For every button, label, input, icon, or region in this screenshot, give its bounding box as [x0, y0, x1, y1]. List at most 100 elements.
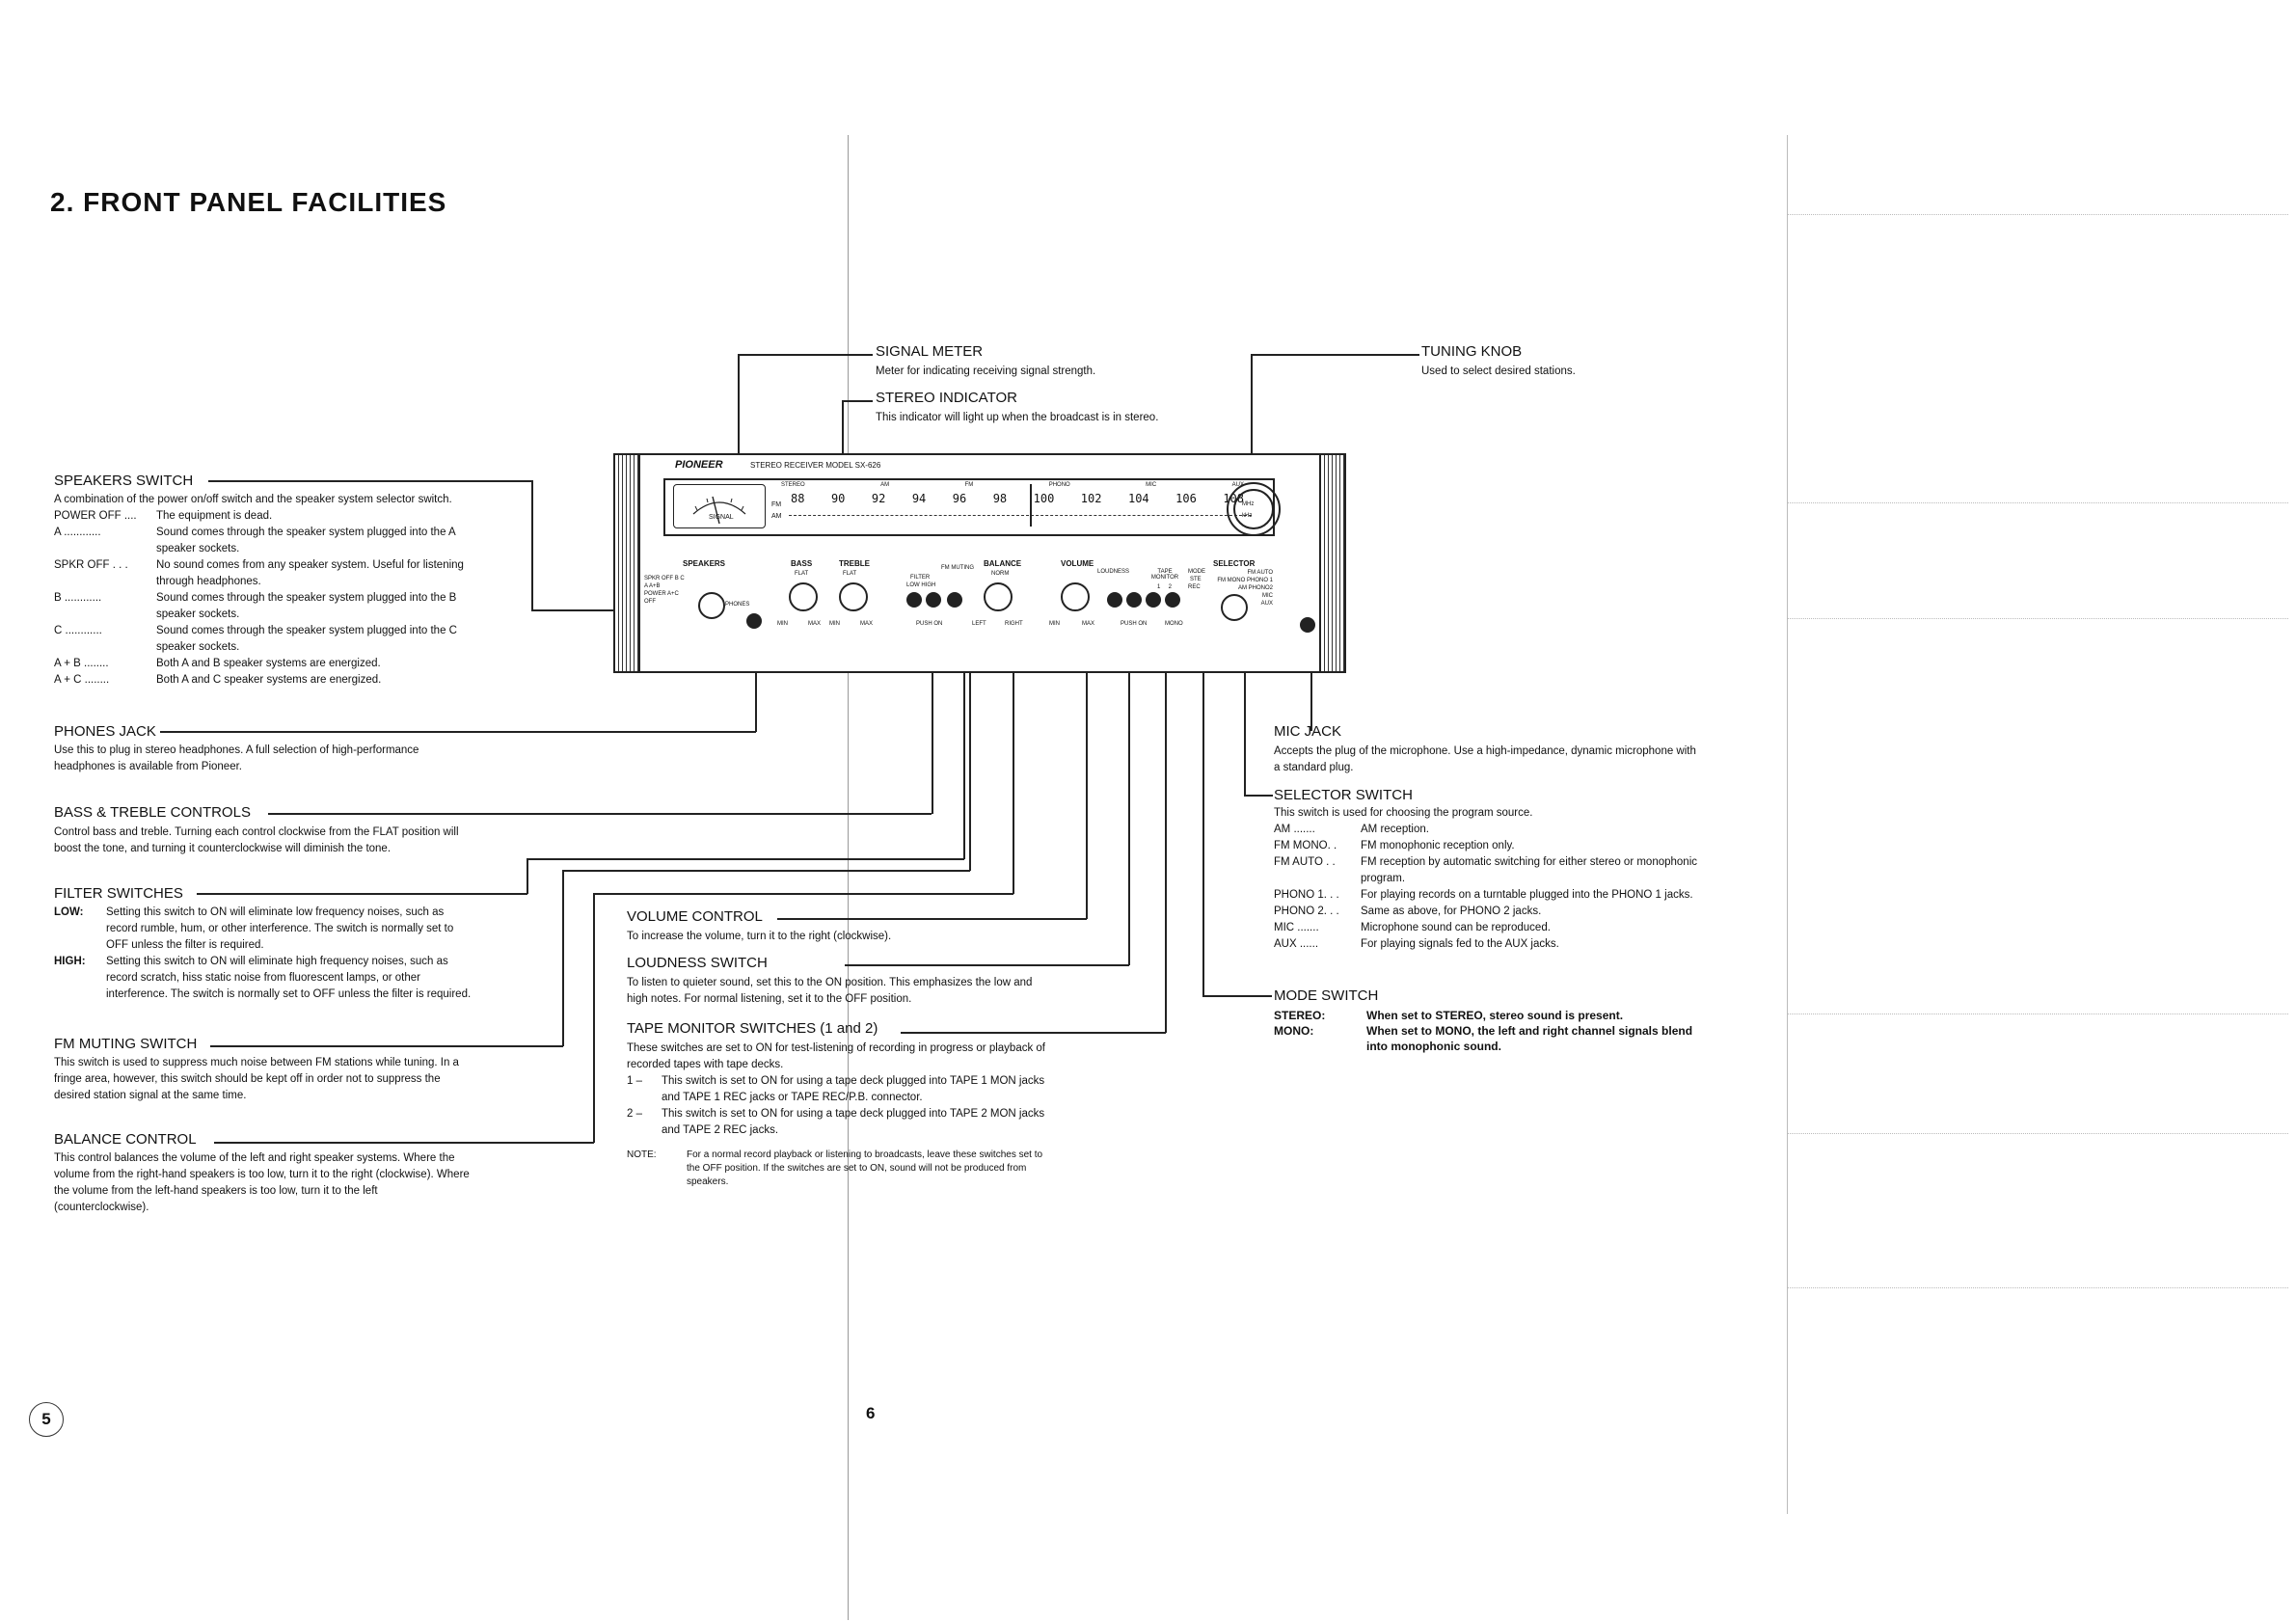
- leader-mode: [1202, 635, 1204, 996]
- label-tape-monitor: TAPE MONITOR: [1150, 569, 1179, 581]
- leader-phones: [755, 635, 757, 732]
- stereo-indicator-heading: STEREO INDICATOR: [876, 390, 1017, 406]
- balance-knob[interactable]: [984, 582, 1013, 611]
- label-fm-muting: FM MUTING: [941, 565, 974, 571]
- dial-window: SIGNAL STEREO AM FM PHONO MIC AUX FM AM …: [663, 478, 1275, 536]
- leader-filter: [527, 858, 964, 860]
- filter-section: FILTER SWITCHES LOW:Setting this switch …: [54, 885, 474, 1003]
- right-margin-rule: [1787, 502, 2288, 503]
- leader-bass-treble: [932, 635, 933, 814]
- mode-item: STEREO:When set to STEREO, stereo sound …: [1274, 1009, 1624, 1022]
- selector-item: FM MONO. .FM monophonic reception only.: [1274, 840, 1515, 852]
- volume-text: To increase the volume, turn it to the r…: [627, 931, 892, 942]
- leader-tape: [1165, 635, 1167, 1033]
- leader-mode: [1202, 995, 1272, 997]
- filter-item: HIGH:Setting this switch to ON will elim…: [54, 956, 472, 1000]
- mode-button[interactable]: [1165, 592, 1180, 608]
- volume-section: VOLUME CONTROL To increase the volume, t…: [627, 908, 1051, 945]
- selector-item: AM .......AM reception.: [1274, 824, 1429, 835]
- speakers-item: C ............Sound comes through the sp…: [54, 625, 457, 653]
- label-volume: VOLUME: [1061, 559, 1094, 568]
- fm-scale: 88 90 92 94 96 98 100 102 104 106 108: [791, 492, 1244, 505]
- mode-item: MONO:When set to MONO, the left and righ…: [1274, 1024, 1693, 1053]
- speakers-item: A + B ........Both A and B speaker syste…: [54, 658, 381, 669]
- label-phones: PHONES: [725, 602, 750, 608]
- speakers-item: B ............Sound comes through the sp…: [54, 592, 457, 620]
- label-norm: NORM: [991, 571, 1010, 577]
- tape-section: TAPE MONITOR SWITCHES (1 and 2) These sw…: [627, 1020, 1051, 1189]
- treble-knob[interactable]: [839, 582, 868, 611]
- filter-low-button[interactable]: [906, 592, 922, 608]
- fm-label: FM: [771, 501, 782, 508]
- dial-top-labels: STEREO AM FM PHONO MIC AUX: [781, 482, 1244, 488]
- phones-section: PHONES JACK Use this to plug in stereo h…: [54, 723, 474, 775]
- label-min-volume: MIN: [1049, 621, 1060, 627]
- tuning-text: Used to select desired stations.: [1421, 365, 1576, 377]
- signal-meter-heading: SIGNAL METER: [876, 343, 984, 360]
- mic-section: MIC JACK Accepts the plug of the microph…: [1274, 723, 1698, 776]
- page-title: 2. FRONT PANEL FACILITIES: [50, 187, 447, 217]
- signal-meter-text: Meter for indicating receiving signal st…: [876, 365, 1096, 377]
- selector-item: PHONO 1. . .For playing records on a tur…: [1274, 889, 1693, 901]
- filter-high-button[interactable]: [926, 592, 941, 608]
- tape-text: These switches are set to ON for test-li…: [627, 1042, 1046, 1070]
- right-side-panel: [1319, 455, 1344, 671]
- phones-text: Use this to plug in stereo headphones. A…: [54, 744, 419, 772]
- leader-signal-meter: [738, 354, 740, 499]
- label-loudness: LOUDNESS: [1097, 569, 1130, 575]
- fm-muting-button[interactable]: [947, 592, 962, 608]
- selector-knob[interactable]: [1221, 594, 1248, 621]
- phones-jack[interactable]: [746, 613, 762, 629]
- leader-tuning: [1251, 354, 1253, 489]
- label-max-treble: MAX: [860, 621, 874, 627]
- leader-muting: [969, 635, 971, 871]
- label-tape-nums: 1 2: [1157, 584, 1173, 590]
- label-flat-bass: FLAT: [795, 571, 809, 577]
- leader-muting: [562, 870, 970, 872]
- volume-heading: VOLUME CONTROL: [627, 908, 763, 925]
- balance-section: BALANCE CONTROL This control balances th…: [54, 1131, 474, 1216]
- muting-text: This switch is used to suppress much noi…: [54, 1057, 459, 1101]
- tuning-knob[interactable]: [1227, 482, 1281, 536]
- speakers-heading: SPEAKERS SWITCH: [54, 473, 194, 489]
- right-margin-rule: [1787, 618, 2288, 619]
- leader-loudness: [845, 964, 1129, 966]
- mode-heading: MODE SWITCH: [1274, 987, 1379, 1004]
- left-side-panel: [615, 455, 640, 671]
- leader-phones: [160, 731, 756, 733]
- right-margin-rule: [1787, 1133, 2288, 1134]
- mode-section: MODE SWITCH STEREO:When set to STEREO, s…: [1274, 987, 1708, 1054]
- meter-label: SIGNAL: [709, 514, 734, 521]
- label-min-treble: MIN: [829, 621, 840, 627]
- leader-filter: [197, 893, 527, 895]
- loudness-button[interactable]: [1107, 592, 1122, 608]
- leader-speakers: [208, 480, 532, 482]
- selector-item: MIC .......Microphone sound can be repro…: [1274, 922, 1551, 933]
- leader-stereo: [842, 400, 873, 402]
- label-treble: TREBLE: [839, 559, 870, 568]
- mic-text: Accepts the plug of the microphone. Use …: [1274, 745, 1696, 773]
- mic-jack[interactable]: [1300, 617, 1315, 633]
- leader-loudness: [1128, 635, 1130, 965]
- label-selector: SELECTOR: [1213, 559, 1256, 568]
- phones-heading: PHONES JACK: [54, 723, 156, 740]
- speakers-knob[interactable]: [698, 592, 725, 619]
- tape-monitor-1-button[interactable]: [1126, 592, 1142, 608]
- fold-line: [848, 135, 849, 1620]
- selector-desc: This switch is used for choosing the pro…: [1274, 807, 1533, 819]
- leader-selector: [1244, 795, 1273, 797]
- selector-positions: FM AUTO FM MONO PHONO 1 AM PHONO2 MIC AU…: [1217, 570, 1273, 607]
- signal-meter-section: SIGNAL METER Meter for indicating receiv…: [876, 343, 1095, 380]
- volume-knob[interactable]: [1061, 582, 1090, 611]
- leader-muting: [562, 870, 564, 1046]
- leader-signal-meter: [738, 354, 873, 356]
- leader-balance: [593, 893, 1013, 895]
- bass-treble-section: BASS & TREBLE CONTROLS Control bass and …: [54, 804, 474, 857]
- speakers-section: SPEAKERS SWITCH A combination of the pow…: [54, 473, 474, 689]
- bass-knob[interactable]: [789, 582, 818, 611]
- tape-monitor-2-button[interactable]: [1146, 592, 1161, 608]
- speakers-item: SPKR OFF . . .No sound comes from any sp…: [54, 559, 464, 587]
- leader-balance: [214, 1142, 594, 1144]
- page-number-left: 5: [29, 1402, 64, 1437]
- leader-speakers: [531, 480, 533, 610]
